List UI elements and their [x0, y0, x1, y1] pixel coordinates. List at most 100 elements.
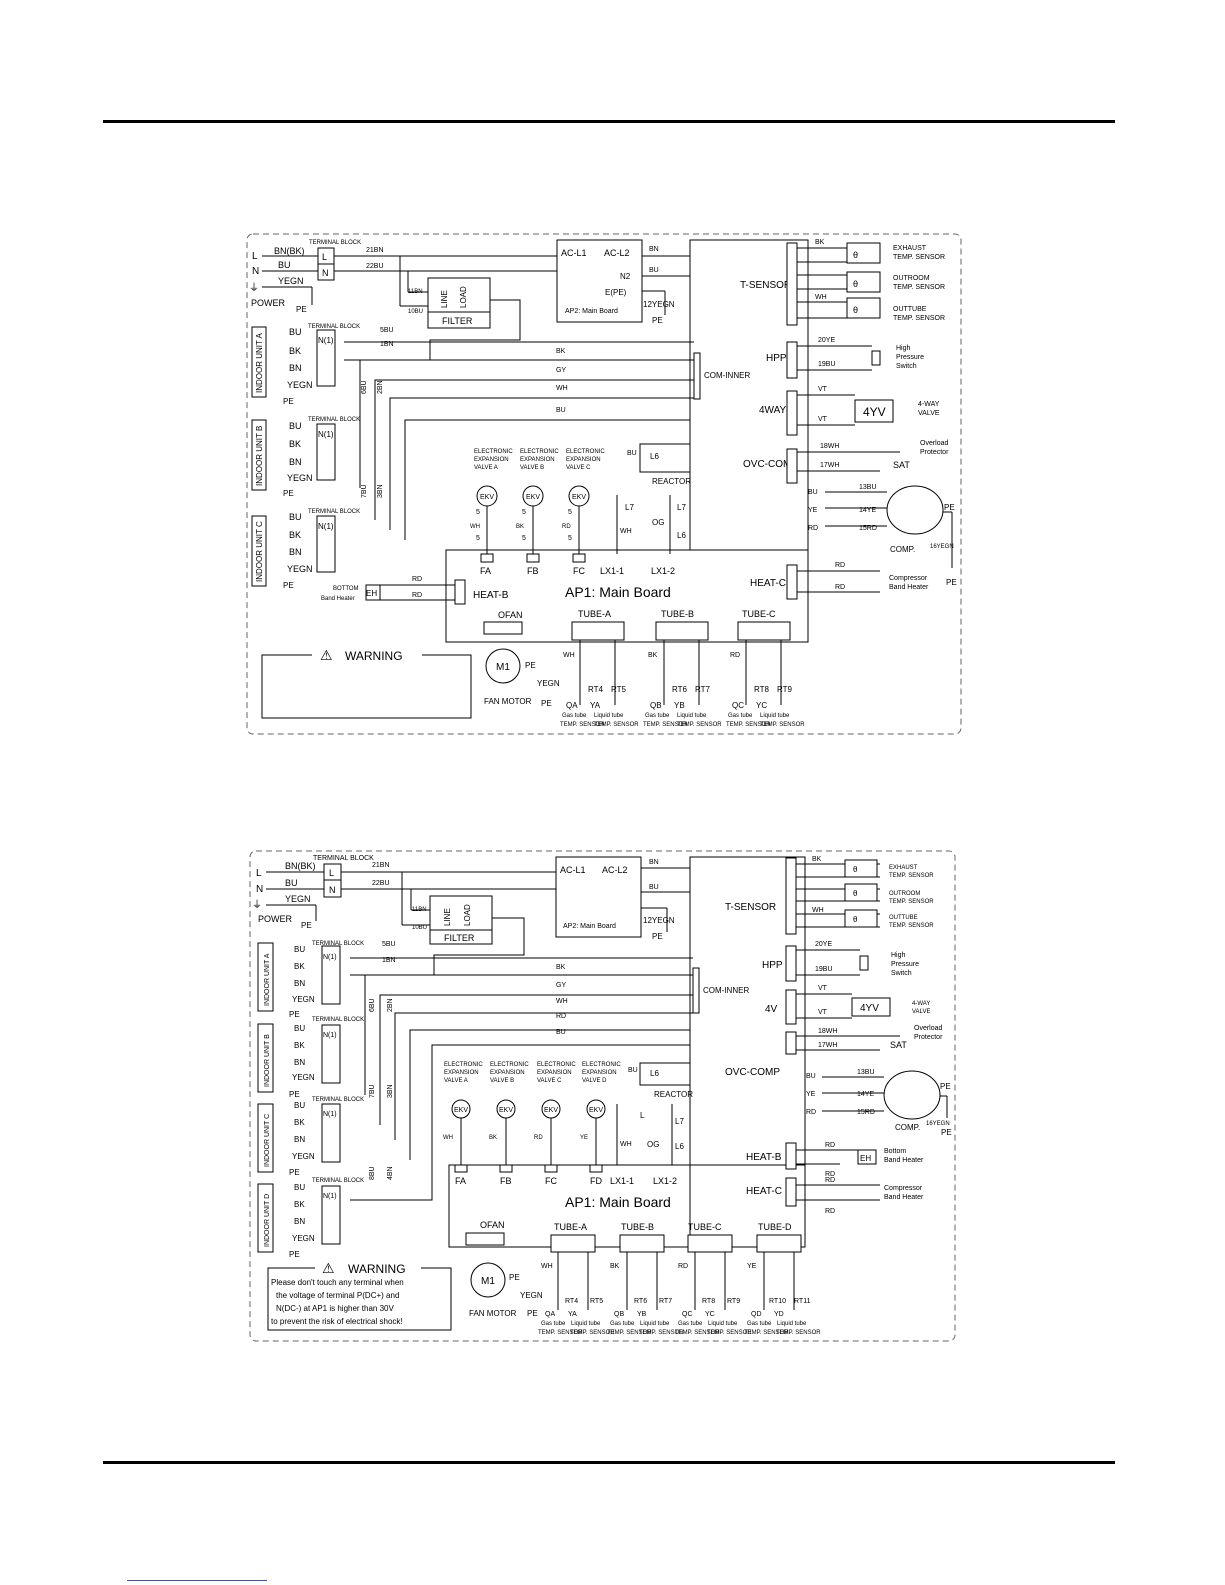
diagram-label: N(1)	[323, 1193, 337, 1200]
diagram-label: T-SENSOR	[740, 280, 791, 291]
diagram-label: LX1-2	[653, 1176, 677, 1186]
diagram-label: BU	[556, 1029, 566, 1036]
diagram-label: POWER	[251, 298, 286, 308]
diagram-label: L7	[677, 503, 686, 512]
diagram-label: VALVE	[918, 410, 940, 417]
diagram-label: L6	[650, 1069, 659, 1078]
diagram-label: Please don't touch any terminal when	[271, 1278, 404, 1287]
diagram-label: EXPANSION	[582, 1070, 617, 1076]
diagram-label: EKV	[544, 1107, 558, 1114]
diagram-label: 8BU	[369, 1166, 376, 1180]
diagram-label: YC	[705, 1311, 715, 1318]
diagram-label: PE	[301, 921, 312, 930]
diagram-label: YB	[637, 1311, 647, 1318]
diagram-label: M1	[481, 1276, 495, 1287]
diagram-label: BU	[649, 267, 659, 274]
diagram-label: BK	[289, 346, 301, 356]
diagram-label: TEMP. SENSOR	[744, 1330, 789, 1336]
diagram-label: QA	[545, 1311, 555, 1318]
tube-sensors: TUBE-A TUBE-B TUBE-C WH BK RD RT4 RT5 RT…	[560, 609, 805, 728]
diagram-label: TEMP. SENSOR	[607, 1330, 652, 1336]
diagram-label: 2BN	[387, 998, 394, 1012]
diagram-label: BU	[294, 1101, 305, 1110]
line-filter: LINE LOAD FILTER	[427, 277, 491, 329]
diagram-label: the voltage of terminal P(DC+) and	[276, 1291, 399, 1300]
diagram-label: θ	[853, 915, 858, 924]
diagram-label: BK	[610, 1263, 620, 1270]
diagram-label: High	[891, 952, 906, 959]
diagram-label: YEGN	[292, 995, 315, 1004]
diagram-label: 3BN	[387, 1084, 394, 1098]
power-input-2: L N ⏚ BN(BK) BU YEGN POWER PE TERMINAL B…	[252, 855, 374, 930]
diagram-label: 5	[522, 509, 526, 516]
diagram-label: RT11	[794, 1298, 811, 1305]
diagram-label: AP2: Main Board	[565, 308, 618, 315]
diagram-label: TEMP. SENSOR	[538, 1330, 583, 1336]
diagram-label: EXPANSION	[566, 457, 601, 463]
diagram-label: TERMINAL BLOCK	[308, 509, 360, 515]
diagram-label: FILTER	[442, 316, 473, 326]
warning-box-2: ⚠ WARNING Please don't touch any termina…	[267, 1259, 452, 1331]
diagram-label: 20YE	[815, 941, 832, 948]
diagram-label: YE	[580, 1135, 588, 1141]
diagram-label: 4YV	[863, 405, 886, 419]
diagram-label: 5	[522, 535, 526, 542]
diagram-label: BN	[649, 246, 659, 253]
diagram-label: INDOOR UNIT A	[255, 332, 264, 393]
diagram-label: AP1: Main Board	[565, 1194, 671, 1210]
diagram-label: YEGN	[287, 473, 313, 483]
diagram-label: YB	[674, 701, 685, 710]
diagram-label: 5	[568, 535, 572, 542]
diagram-label: RT4	[588, 685, 604, 694]
diagram-label: EXPANSION	[444, 1070, 479, 1076]
diagram-label: POWER	[258, 914, 293, 924]
diagram-label: WARNING	[345, 649, 403, 663]
diagram-label: VALVE A	[474, 465, 498, 471]
diagram-label: GY	[556, 367, 566, 374]
diagram-label: RT5	[611, 685, 627, 694]
diagram-label: YA	[568, 1311, 577, 1318]
diagram-label: RT10	[769, 1298, 786, 1305]
diagram-label: RT7	[695, 685, 711, 694]
diagram-label: RD	[825, 1208, 835, 1215]
diagram-label: YEGN	[285, 894, 311, 904]
diagram-label: LX1-1	[600, 566, 624, 576]
diagram-label: BU	[278, 260, 291, 270]
diagram-label: BU	[806, 1073, 816, 1080]
diagram-label: BU	[289, 327, 302, 337]
warning-box-1: ⚠ WARNING	[261, 646, 472, 719]
electronic-expansion-valves-2: ELECTRONIC EXPANSION VALVE A ELECTRONIC …	[443, 1062, 621, 1186]
diagram-label: COM-INNER	[704, 371, 750, 380]
diagram-label: FA	[455, 1176, 466, 1186]
diagram-label: M1	[496, 662, 510, 673]
diagram-label: N(1)	[318, 522, 334, 531]
diagram-label: WH	[556, 998, 568, 1005]
diagram-label: BN	[294, 1058, 305, 1067]
diagram-label: HEAT-C	[746, 1186, 782, 1197]
diagram-label: RD	[825, 1142, 835, 1149]
diagram-label: COM-INNER	[703, 986, 749, 995]
diagram-label: Switch	[896, 363, 917, 370]
diagram-label: 7BU	[369, 1084, 376, 1098]
diagram-label: 12YEGN	[643, 916, 675, 925]
diagram-label: OFAN	[498, 610, 523, 620]
diagram-label: RD	[730, 652, 740, 659]
diagram-label: AC-L2	[604, 248, 630, 258]
diagram-label: TUBE-A	[554, 1222, 587, 1232]
diagram-label: SAT	[890, 1040, 907, 1050]
diagram-label: AC-L2	[602, 865, 628, 875]
diagram-label: FB	[527, 566, 539, 576]
fan-motor-2: OFAN M1 PE YEGN FAN MOTOR PE	[465, 1220, 543, 1318]
diagram-label: PE	[944, 503, 955, 512]
diagram-label: BU	[294, 1183, 305, 1192]
diagram-label: 15RD	[857, 1109, 875, 1116]
diagram-label: VALVE B	[490, 1078, 514, 1084]
diagram-label: BU	[285, 878, 298, 888]
diagram-label: EKV	[572, 494, 586, 501]
diagram-label: N	[322, 268, 329, 278]
diagram-label: TEMP. SENSOR	[570, 1330, 615, 1336]
diagram-label: Gas tube	[562, 713, 587, 719]
diagram-label: Gas tube	[645, 713, 670, 719]
diagram-label: TEMP. SENSOR	[639, 1330, 684, 1336]
diagram-label: BU	[808, 489, 818, 496]
